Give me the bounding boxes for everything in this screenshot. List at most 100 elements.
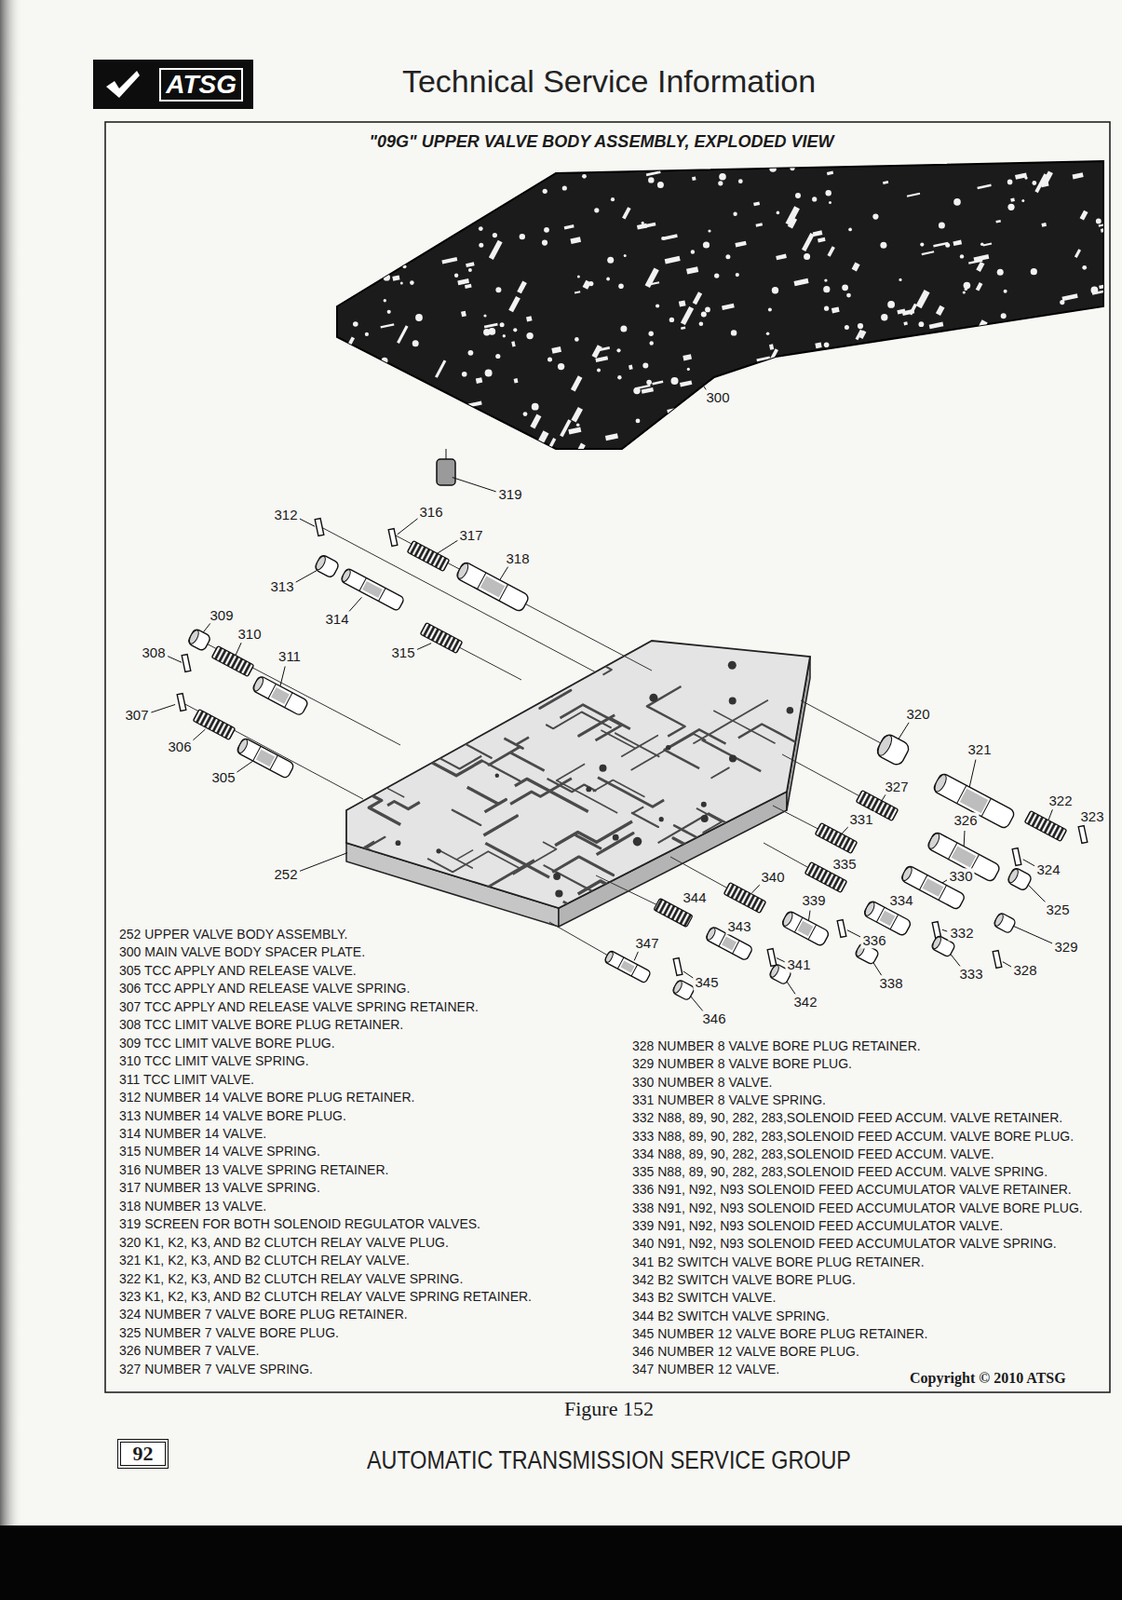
leader-line: [235, 642, 242, 655]
assembly-axis: [395, 535, 652, 671]
plate-slot: [1072, 172, 1084, 179]
bolt-hole: [729, 696, 737, 704]
leader-line: [809, 910, 812, 921]
leader-line: [683, 971, 694, 978]
plate-slot: [646, 170, 662, 176]
parts-list-item: 321 K1, K2, K3, AND B2 CLUTCH RELAY VALV…: [119, 1252, 410, 1268]
plate-hole: [646, 379, 652, 386]
plate-slot: [801, 232, 815, 252]
oil-channel: [696, 808, 722, 833]
parts-list-item: 341 B2 SWITCH VALVE BORE PLUG RETAINER.: [632, 1254, 925, 1270]
parts-list-item: 308 TCC LIMIT VALVE BORE PLUG RETAINER.: [119, 1016, 404, 1032]
plate-slot: [664, 256, 681, 265]
plate-hole: [1081, 265, 1087, 271]
bolt-hole: [676, 847, 685, 855]
bolt-hole: [448, 716, 457, 725]
parts-list-item: 343 B2 SWITCH VALVE.: [632, 1289, 776, 1305]
oil-channel: [439, 850, 474, 868]
callout-number: 323: [1078, 808, 1106, 825]
plate-hole: [768, 308, 772, 312]
plate-slot: [721, 303, 735, 311]
callout-number: 310: [235, 625, 263, 642]
plate-hole: [1021, 199, 1025, 203]
plate-slot: [545, 437, 556, 453]
bolt-hole: [436, 848, 442, 853]
figure-title: "09G" UPPER VALVE BODY ASSEMBLY, EXPLODE…: [369, 132, 835, 152]
plate-slot: [465, 261, 475, 268]
plate-hole: [620, 325, 627, 333]
spool-end: [604, 950, 615, 963]
oil-channel: [427, 851, 521, 872]
plate-hole: [769, 164, 777, 173]
leader-line: [299, 852, 348, 872]
callout-number: 332: [947, 924, 975, 941]
plate-hole: [415, 313, 423, 322]
parts-list-item: 334 N88, 89, 90, 282, 283,SOLENOID FEED …: [632, 1146, 995, 1162]
oil-channel: [673, 838, 730, 858]
plate-hole: [657, 181, 664, 189]
plate-slot: [1010, 197, 1015, 202]
plate-slot: [621, 206, 632, 219]
valve-part: [986, 947, 1009, 970]
oil-channel: [612, 897, 650, 927]
parts-list-item: 332 N88, 89, 90, 282, 283,SOLENOID FEED …: [632, 1109, 1063, 1125]
assembly-axis: [321, 527, 596, 673]
plate-hole: [735, 272, 740, 277]
plate-hole: [699, 322, 704, 327]
callout-number: 313: [268, 578, 296, 595]
plate-slot: [691, 175, 697, 181]
plate-slot: [651, 380, 663, 386]
page-number: 92: [133, 1443, 154, 1464]
plate-hole: [542, 189, 548, 194]
plate-hole: [547, 357, 553, 363]
parts-list-item: 319 SCREEN FOR BOTH SOLENOID REGULATOR V…: [119, 1216, 481, 1231]
bolt-hole: [612, 834, 620, 841]
plate-hole: [610, 197, 615, 202]
spool-end: [875, 732, 894, 758]
parts-list-item: 344 B2 SWITCH VALVE SPRING.: [632, 1308, 830, 1324]
callout-number: 343: [725, 918, 753, 934]
oil-channel: [547, 778, 597, 792]
valve-part: [1006, 845, 1028, 867]
plate-slot: [392, 275, 400, 282]
spool-end: [781, 910, 795, 928]
retainer-clip: [1078, 825, 1088, 844]
plate-slot: [380, 323, 395, 328]
oil-channel: [524, 663, 578, 685]
leader-line: [1027, 883, 1047, 904]
plate-slot: [812, 229, 824, 237]
plate-slot: [756, 222, 764, 227]
parts-list-item: 326 NUMBER 7 VALVE.: [119, 1342, 259, 1358]
bolt-hole: [665, 744, 671, 750]
plate-slot: [903, 321, 908, 325]
oil-channel: [540, 689, 571, 708]
spool-end: [931, 935, 943, 950]
valve-part: [382, 526, 405, 548]
plate-hole: [461, 371, 468, 378]
valve-part: [1006, 866, 1033, 892]
callout-number: 334: [887, 892, 915, 908]
oil-channel: [738, 724, 800, 745]
plate-slot: [641, 387, 654, 394]
plate-hole: [495, 286, 501, 293]
plate-slot: [973, 254, 990, 262]
plate-slot: [457, 278, 470, 285]
oil-channel: [689, 826, 728, 850]
plate-slot: [559, 419, 572, 437]
plate-hole: [641, 221, 645, 225]
oil-channel: [381, 668, 417, 690]
parts-list-item: 346 NUMBER 12 VALVE BORE PLUG.: [632, 1343, 860, 1359]
parts-list-item: 320 K1, K2, K3, AND B2 CLUTCH RELAY VALV…: [119, 1234, 449, 1250]
screen-axis: [446, 448, 447, 460]
leader-line: [167, 656, 182, 663]
plate-hole: [576, 423, 581, 428]
plate-hole: [400, 282, 404, 285]
callout-number: 333: [957, 965, 985, 982]
callout-number: 341: [784, 956, 812, 973]
plate-slot: [983, 243, 993, 247]
oil-channel: [647, 686, 686, 737]
plate-hole: [846, 293, 852, 298]
valve-spool: [932, 771, 1016, 830]
bolt-hole: [766, 825, 775, 835]
assembly-axis: [181, 702, 364, 799]
